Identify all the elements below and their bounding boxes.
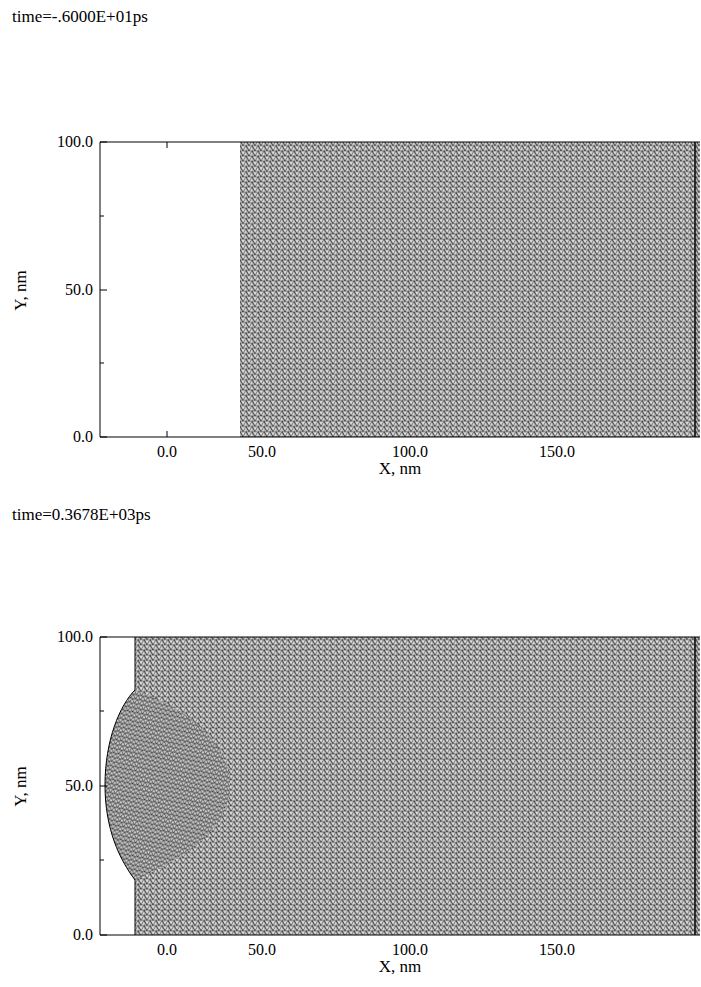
mesh [240, 142, 700, 437]
tick-label: 0.0 [157, 942, 177, 958]
ticks [100, 142, 167, 437]
tick-label: 100.0 [57, 134, 93, 150]
deformed-mesh [105, 690, 230, 880]
tick-label: 50.0 [65, 282, 93, 298]
tick-label: 150.0 [539, 444, 575, 460]
tick-label: 100.0 [57, 629, 93, 645]
axis-frame [100, 637, 700, 935]
panel-initial [100, 142, 700, 437]
tick-label: 150.0 [539, 942, 575, 958]
tick-label: 100.0 [392, 942, 428, 958]
axis-title: Y, nm [12, 766, 29, 806]
axis-title: X, nm [379, 460, 422, 477]
axis-title: Y, nm [12, 270, 29, 310]
time-label: time=0.3678E+03ps [12, 506, 151, 523]
axis-frame [100, 142, 700, 437]
axis-title: X, nm [379, 958, 422, 975]
tick-label: 50.0 [248, 444, 276, 460]
tick-label: 0.0 [157, 444, 177, 460]
ticks [100, 637, 107, 935]
tick-label: 50.0 [65, 778, 93, 794]
time-label: time=-.6000E+01ps [12, 8, 148, 25]
panel-deformed [100, 637, 700, 935]
tick-label: 0.0 [73, 927, 93, 943]
tick-label: 100.0 [392, 444, 428, 460]
tick-label: 0.0 [73, 429, 93, 445]
tick-label: 50.0 [248, 942, 276, 958]
